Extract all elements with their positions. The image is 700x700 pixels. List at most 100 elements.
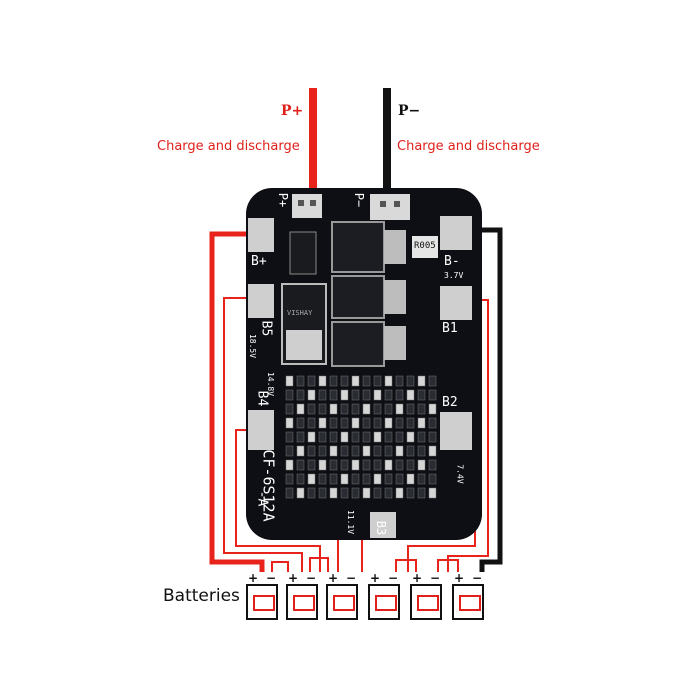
smd-component [285,389,294,401]
smd-component [329,473,338,485]
shunt-resistor [412,236,438,258]
b5-pad [248,284,274,318]
b3-pad [370,512,396,538]
smd-component [285,431,294,443]
battery-terminals: +− [246,572,278,584]
battery-cell: +− [410,572,442,620]
smd-component [395,403,404,415]
board-p-minus: P− [352,192,367,208]
connector-hole [380,201,386,207]
smd-component [296,375,305,387]
battery-minus-terminal: − [471,571,483,585]
smd-component [417,487,426,499]
smd-component [329,403,338,415]
smd-component [307,417,316,429]
charge-discharge-right: Charge and discharge [397,139,540,154]
smd-component [362,445,371,457]
smd-component [428,445,437,457]
smd-component [351,375,360,387]
smd-component [395,473,404,485]
battery-minus-terminal: − [429,571,441,585]
battery-cell: +− [368,572,400,620]
smd-component [428,431,437,443]
b-plus-wire [209,231,265,572]
smd-component [406,389,415,401]
battery-plus-terminal: + [247,571,259,585]
battery-cell-icon [253,595,275,611]
battery-link-3 [395,559,417,572]
board-b2: B2 [442,395,458,410]
smd-component [417,389,426,401]
smd-component [384,445,393,457]
battery-body [410,584,442,620]
p-plus-label: P+ [281,103,304,119]
battery-cell: +− [286,572,318,620]
battery-plus-terminal: + [411,571,423,585]
regulator-tab [286,330,322,360]
mosfet-3 [331,321,385,367]
b4-wire [235,429,321,572]
smd-component [417,473,426,485]
smd-component [406,417,415,429]
board-v185: 18.5V [248,333,258,359]
smd-component [406,487,415,499]
smd-component [406,473,415,485]
smd-component [329,431,338,443]
smd-component [340,431,349,443]
smd-component [307,403,316,415]
board-v37: 3.7V [444,271,464,280]
mosfet-2 [331,275,385,319]
smd-component [362,473,371,485]
smd-component [428,389,437,401]
smd-component [318,417,327,429]
batteries-label: Batteries [163,586,240,606]
smd-component [340,445,349,457]
board-v111: 11.1V [346,509,356,535]
battery-minus-terminal: − [345,571,357,585]
smd-component [296,459,305,471]
board-r005: R005 [414,241,436,251]
smd-component [285,487,294,499]
smd-component [428,403,437,415]
battery-minus-terminal: − [265,571,277,585]
b2-pad [440,412,472,450]
smd-component [318,459,327,471]
board-b-minus: B- [444,254,460,269]
battery-terminals: +− [452,572,484,584]
b-minus-wire [452,227,503,572]
smd-component [384,459,393,471]
smd-component [373,389,382,401]
smd-component [329,445,338,457]
smd-component [417,403,426,415]
board-b-plus: B+ [251,254,267,269]
p-minus-connector [370,194,410,220]
smd-component [285,473,294,485]
battery-cell: +− [246,572,278,620]
smd-component [384,403,393,415]
smd-component [340,459,349,471]
smd-component [362,417,371,429]
smd-component [428,459,437,471]
smd-component [340,417,349,429]
smd-component [351,403,360,415]
component-grid [285,375,437,499]
smd-component [406,445,415,457]
battery-cell-icon [293,595,315,611]
mosfet-tab-3 [384,326,406,360]
smd-component [373,473,382,485]
smd-component [373,487,382,499]
battery-plus-terminal: + [453,571,465,585]
smd-component [417,445,426,457]
smd-component [340,473,349,485]
battery-body [368,584,400,620]
connector-hole [310,200,316,206]
smd-component [296,403,305,415]
battery-cell: +− [326,572,358,620]
smd-component [318,431,327,443]
smd-component [285,403,294,415]
smd-component [362,375,371,387]
smd-component [428,473,437,485]
board-p-plus: P+ [276,192,291,208]
